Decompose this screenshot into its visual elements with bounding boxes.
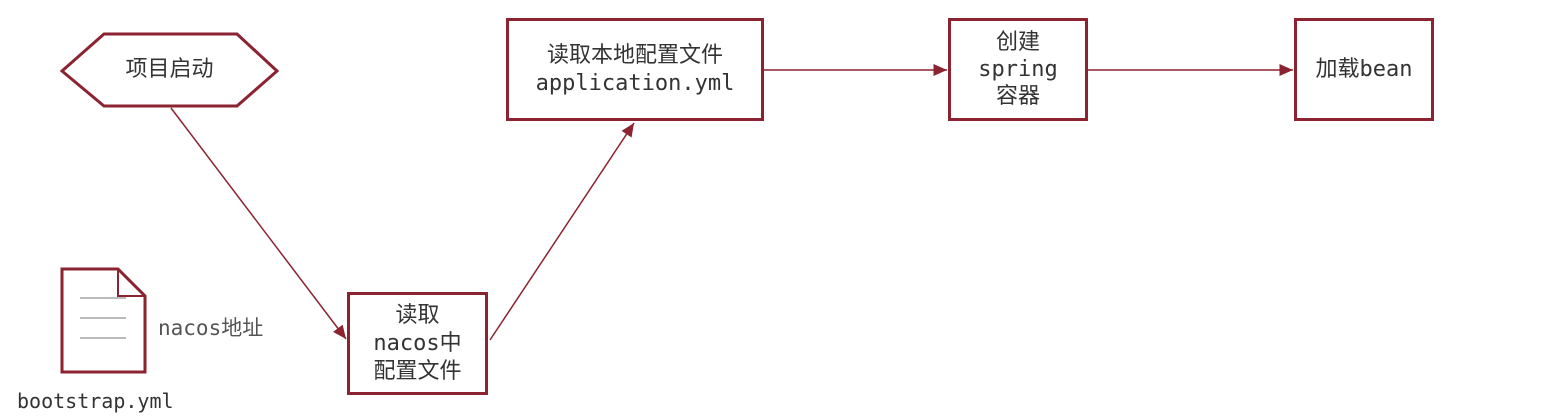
start-node: 项目启动 [62,34,277,106]
read-nacos-config-node: 读取 nacos中 配置文件 [347,292,488,395]
start-node-shape [59,32,280,108]
arrow-start-to-read-nacos [170,107,347,340]
read-local-config-label: 读取本地配置文件 application.yml [535,42,735,96]
load-bean-label: 加载bean [1315,56,1413,82]
load-bean-node: 加载bean [1294,18,1434,121]
bootstrap-file-icon [60,267,147,374]
arrow-read-nacos-to-read-local [489,122,635,341]
create-spring-container-label: 创建 spring 容器 [978,30,1058,109]
create-spring-container-node: 创建 spring 容器 [948,18,1088,121]
read-local-config-node: 读取本地配置文件 application.yml [506,18,764,121]
start-node-label: 项目启动 [125,57,214,82]
read-nacos-config-label: 读取 nacos中 配置文件 [373,302,462,384]
nacos-address-label: nacos地址 [158,316,264,340]
bootstrap-file-label: bootstrap.yml [17,389,174,413]
